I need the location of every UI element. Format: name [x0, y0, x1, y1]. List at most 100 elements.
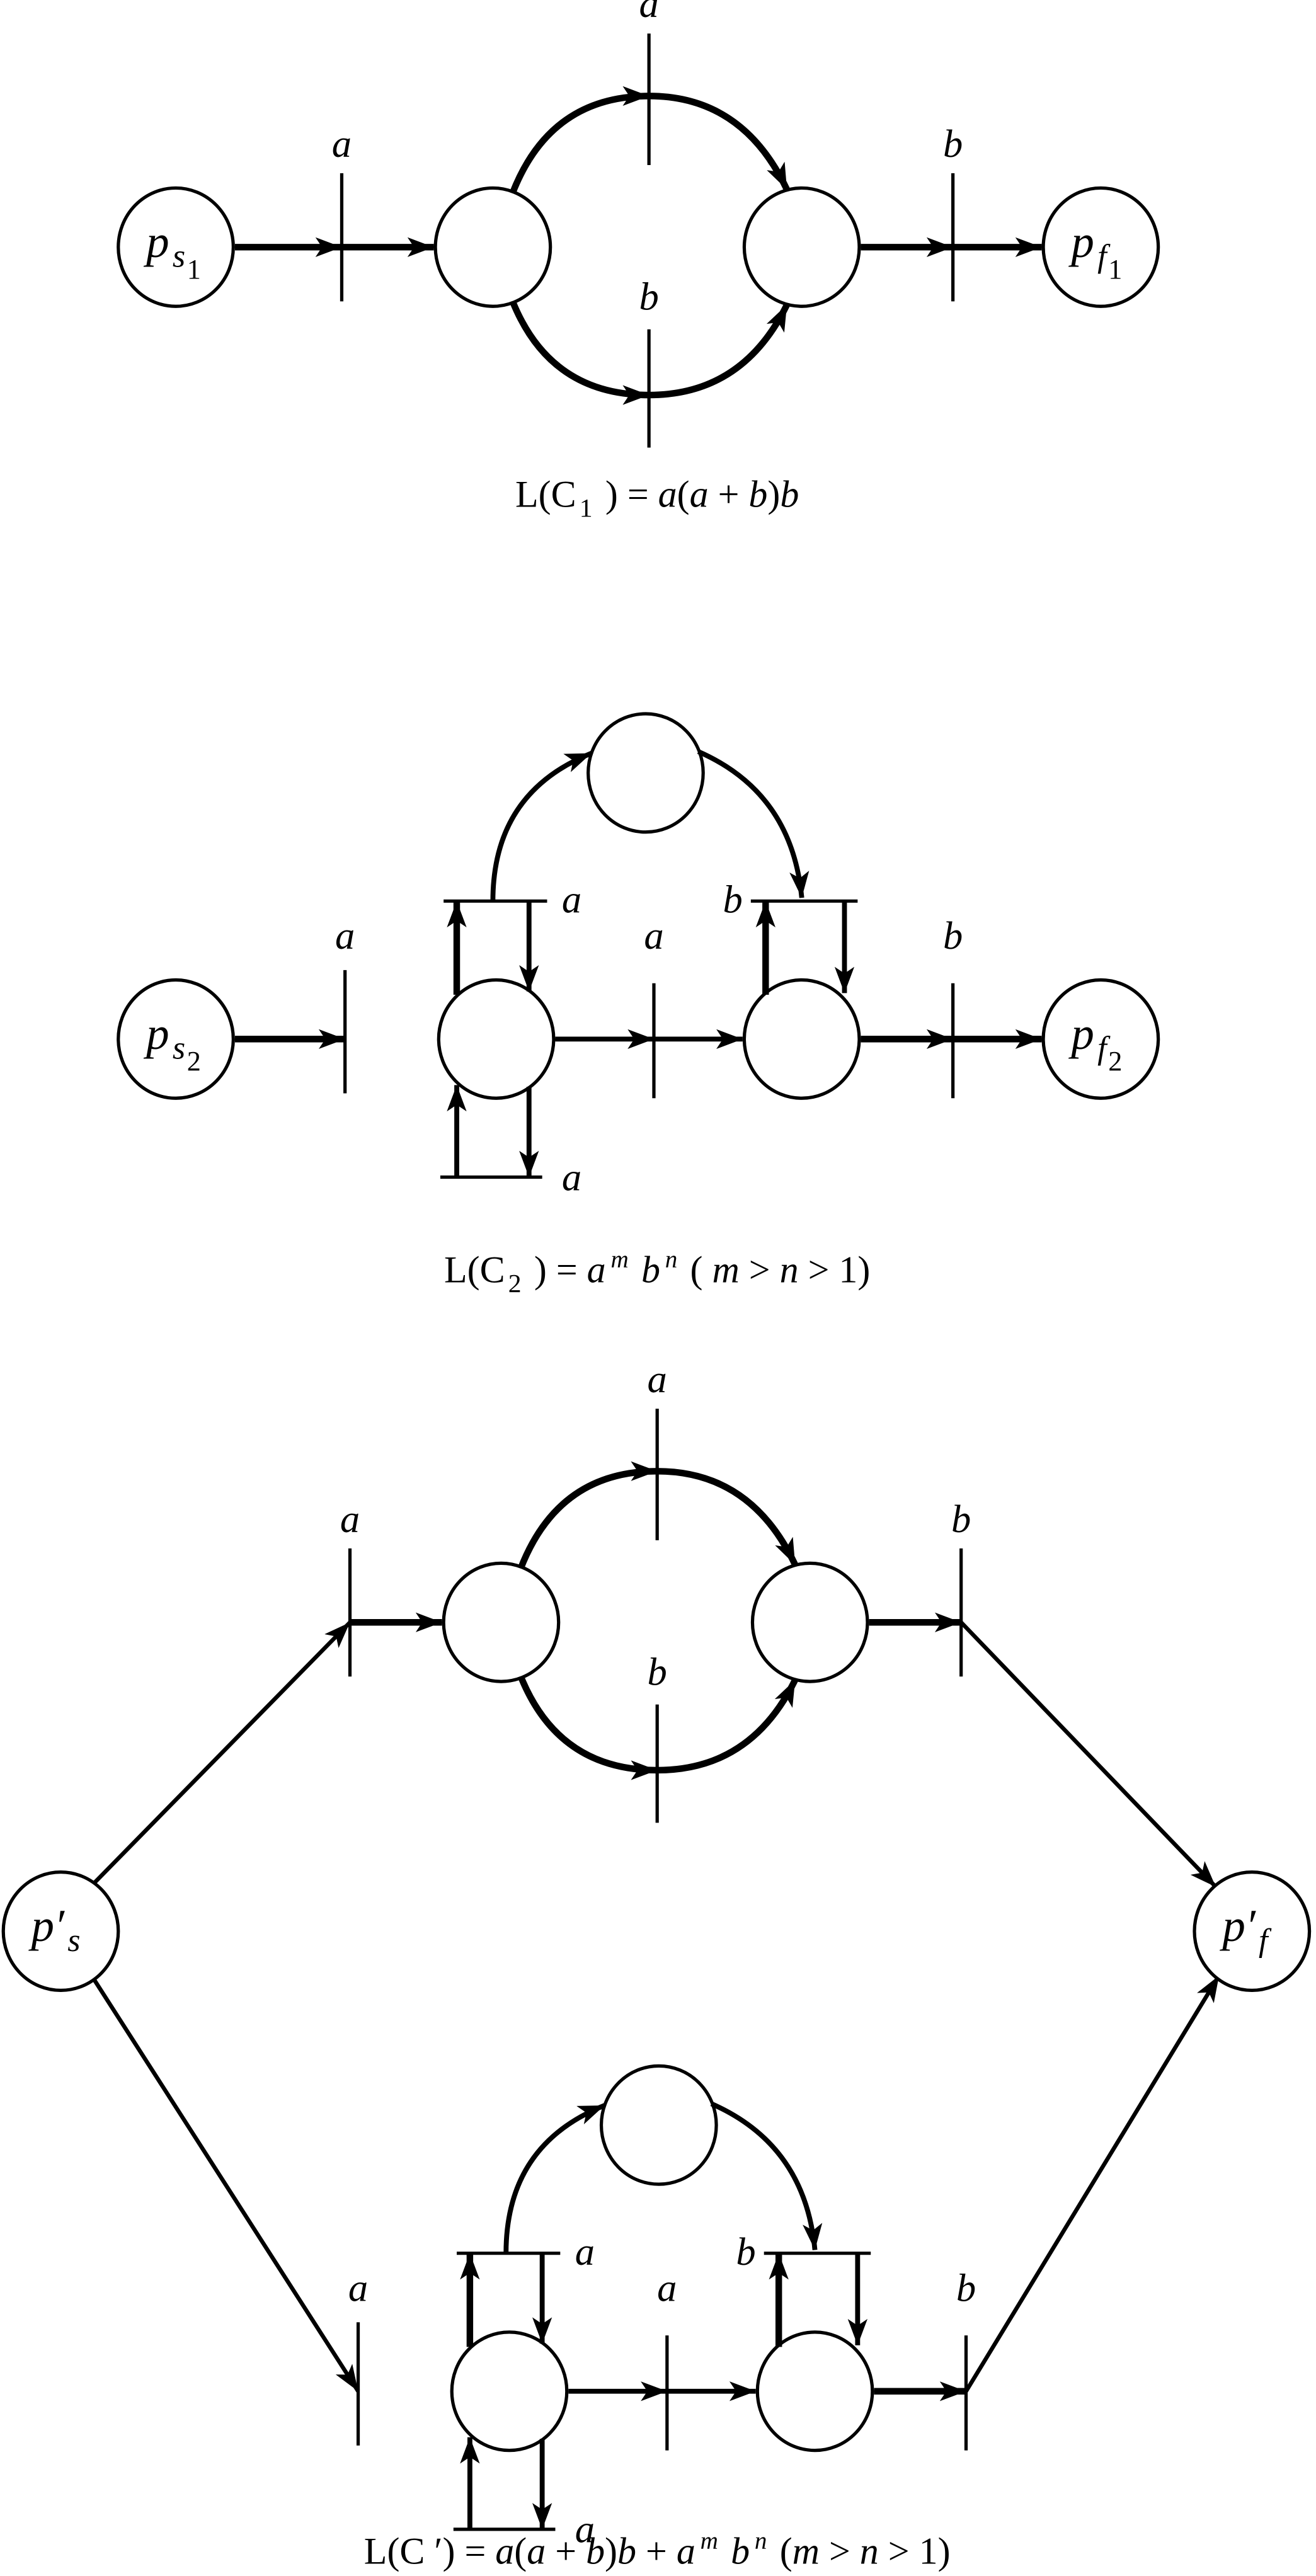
- place-start-cprime-label: p′s: [28, 1900, 81, 1959]
- place-start-c2: [117, 978, 235, 1100]
- caption-segment: b: [780, 473, 799, 515]
- place-inner-2: [750, 1561, 869, 1683]
- caption-segment: b: [731, 2531, 750, 2572]
- caption-segment: ) =: [525, 1249, 587, 1290]
- caption-segment: a: [495, 2531, 514, 2572]
- caption-segment: n: [860, 2531, 879, 2572]
- caption-segment: L(C: [444, 1249, 505, 1290]
- place-start-cprime: [1, 1870, 120, 1993]
- caption-segment: (: [681, 1249, 712, 1290]
- arc-arrow: [490, 750, 593, 902]
- place-final-c2: [1041, 978, 1160, 1100]
- place-label-base: p′: [28, 1900, 66, 1951]
- transition-label: a: [644, 913, 663, 958]
- caption-segment: +: [636, 2531, 677, 2572]
- caption-segment: 1: [580, 494, 593, 523]
- place-start-c1: [117, 186, 235, 308]
- place-label-base: p: [143, 216, 169, 267]
- arc-arrow: [657, 1468, 798, 1567]
- caption-segment: L(C ′) =: [364, 2531, 496, 2572]
- transition-label: a: [335, 913, 355, 958]
- caption-segment: (: [514, 2531, 527, 2572]
- transition-label: b: [736, 2230, 755, 2274]
- transition-label: b: [723, 878, 743, 922]
- caption-segment: a: [690, 473, 709, 515]
- arc-arrow: [509, 300, 649, 405]
- arc-arrow: [697, 749, 810, 898]
- transition-label: b: [956, 2265, 976, 2310]
- transition-label: b: [951, 1497, 971, 1541]
- caption-segment: ) =: [596, 473, 658, 515]
- caption-segment: > 1): [879, 2531, 951, 2572]
- arc-arrow: [649, 303, 790, 399]
- place-label-base: p: [1068, 1008, 1094, 1059]
- caption-segment: ): [767, 473, 780, 515]
- transition-label: b: [648, 1649, 667, 1693]
- caption-segment: b: [748, 473, 767, 515]
- caption-segment: ): [605, 2531, 617, 2572]
- arc-arrow: [92, 1620, 352, 1886]
- caption-segment: m: [701, 2527, 718, 2555]
- arc-arrow: [517, 1675, 658, 1780]
- caption-segment: b: [617, 2531, 636, 2572]
- transition-label: a: [562, 1155, 581, 1199]
- caption-segment: >: [820, 2531, 860, 2572]
- caption-segment: m: [712, 1249, 740, 1290]
- place-label-sub: s: [173, 1031, 185, 1067]
- transition-label: a: [332, 122, 352, 166]
- transition-label: a: [348, 2265, 368, 2310]
- caption-segment: +: [709, 473, 749, 515]
- place-inner-2: [742, 186, 861, 308]
- arc-arrow: [959, 1620, 1218, 1889]
- caption-segment: n: [780, 1249, 799, 1290]
- place-inner-1: [442, 1561, 561, 1683]
- arc-arrow: [964, 1974, 1221, 2393]
- caption-segment: 2: [508, 1269, 522, 1298]
- arc-arrow: [649, 93, 790, 192]
- arc-arrow: [657, 1678, 798, 1774]
- transition-label: a: [639, 0, 659, 26]
- place-label-subsub: 2: [187, 1045, 201, 1077]
- arc-arrow: [710, 2101, 823, 2250]
- place-loop-2: [755, 2330, 874, 2453]
- caption-segment: >: [740, 1249, 780, 1290]
- place-label-sub: s: [173, 239, 185, 275]
- transition-label: a: [657, 2265, 677, 2310]
- caption-segment: > 1): [799, 1249, 871, 1290]
- caption-segment: n: [665, 1246, 678, 1273]
- arc-arrow: [503, 2103, 606, 2253]
- place-label-subsub: 1: [187, 253, 201, 285]
- place-inner-1: [433, 186, 552, 308]
- caption-segment: b: [641, 1249, 660, 1290]
- arc-arrow: [509, 86, 649, 195]
- caption-segment: (: [770, 2531, 792, 2572]
- place-final-cprime: [1193, 1870, 1312, 1993]
- caption-segment: b: [586, 2531, 605, 2572]
- place-loop-2: [742, 978, 861, 1100]
- caption-segment: (: [677, 473, 690, 515]
- caption-segment: a: [677, 2531, 695, 2572]
- arc-arrow: [91, 1978, 360, 2393]
- place-label-subsub: 1: [1108, 253, 1122, 285]
- transition-label: b: [639, 274, 659, 318]
- transition-label: a: [575, 2230, 595, 2274]
- transition-label: b: [943, 913, 963, 958]
- transition-label: b: [943, 122, 963, 166]
- arc-arrow: [517, 1461, 658, 1570]
- caption-segment: a: [527, 2531, 546, 2572]
- place-label-base: p: [1068, 216, 1094, 267]
- place-label-base: p′: [1219, 1900, 1256, 1951]
- transition-label: a: [340, 1497, 360, 1541]
- caption-segment: n: [755, 2527, 767, 2555]
- place-label-sub: s: [67, 1923, 80, 1959]
- place-final-c1: [1041, 186, 1160, 308]
- place-label-subsub: 2: [1108, 1045, 1122, 1077]
- place-counter: [599, 2064, 718, 2186]
